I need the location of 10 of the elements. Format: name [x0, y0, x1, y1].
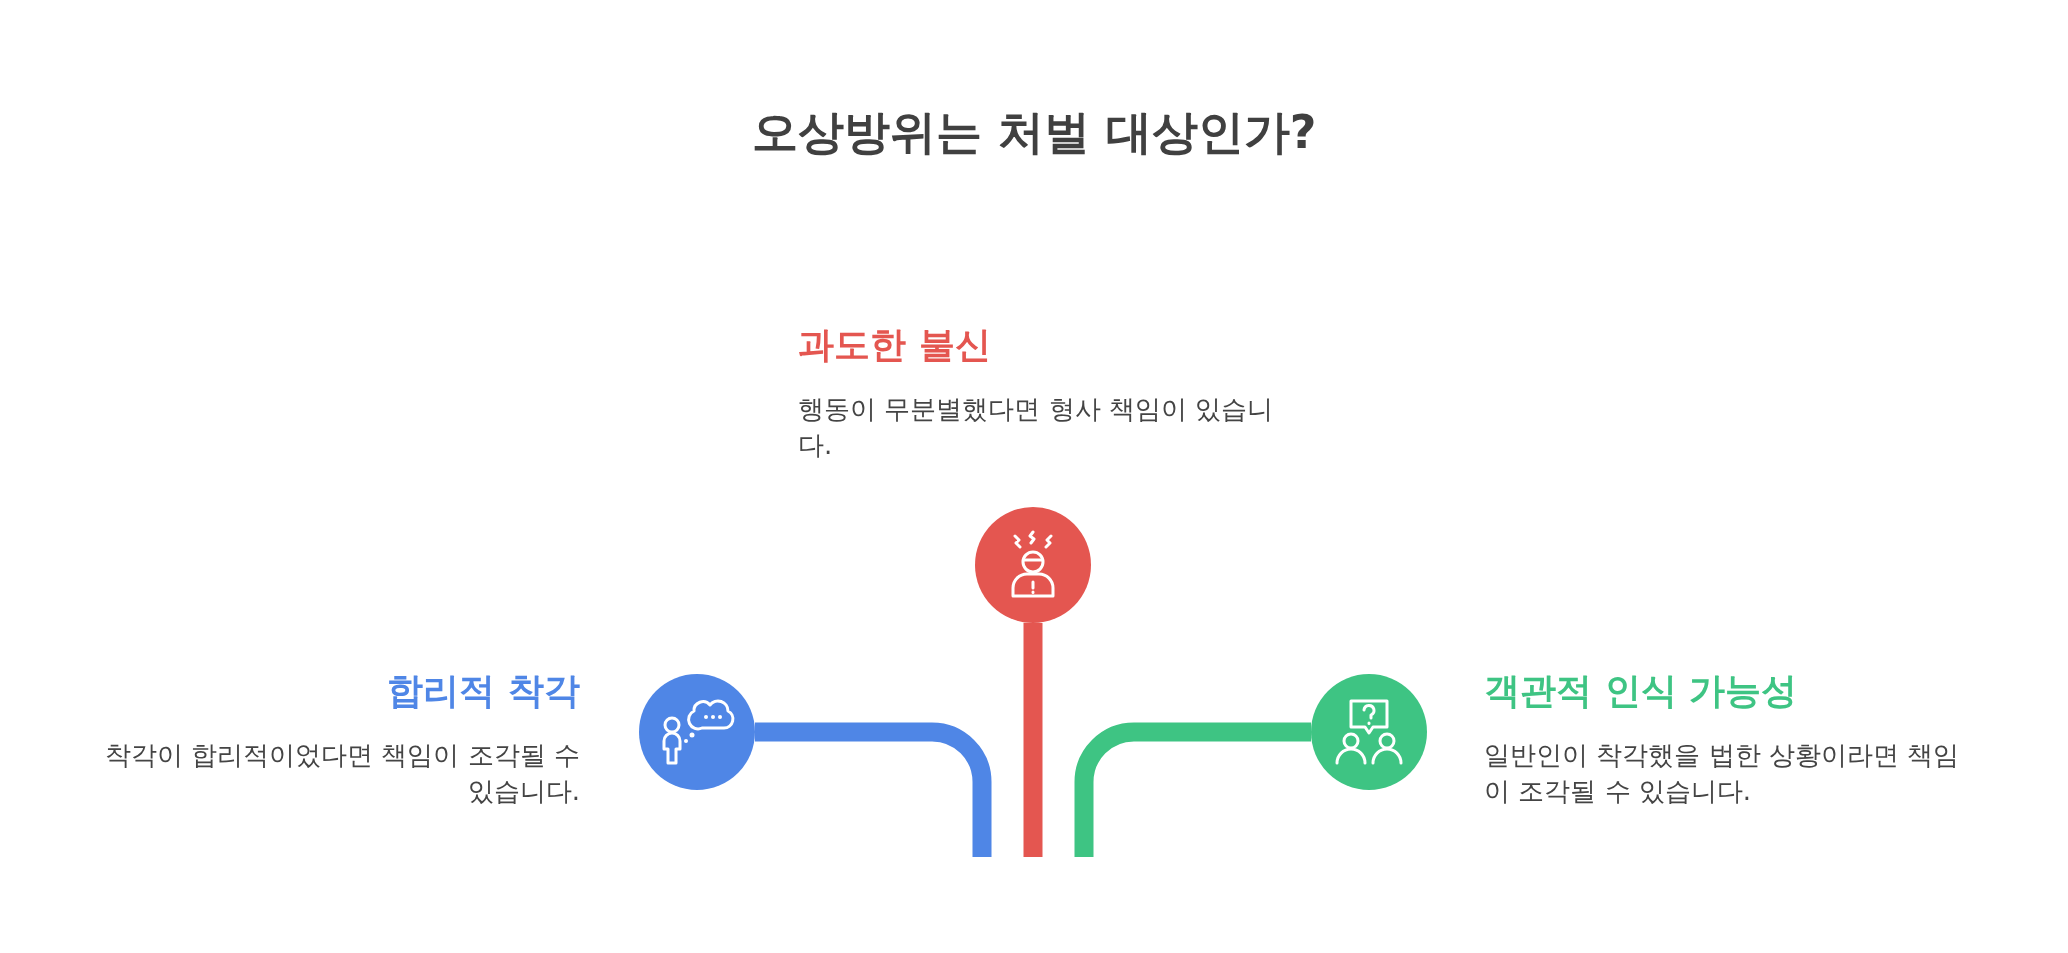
description: 일반인이 착각했을 법한 상황이라면 책임이 조각될 수 있습니다. [1484, 739, 1961, 809]
connector-line [755, 722, 992, 857]
heading: 합리적 착각 [387, 669, 580, 713]
description: 착각이 합리적이었다면 책임이 조각될 수 있습니다. [103, 739, 580, 809]
heading: 객관적 인식 가능성 [1484, 669, 1798, 713]
diagram-title: 오상방위는 처벌 대상인가? [750, 104, 1318, 161]
heading: 과도한 불신 [798, 323, 992, 367]
connector-line [1023, 623, 1043, 857]
connector-line [1074, 722, 1311, 857]
description: 행동이 무분별했다면 형사 책임이 있습니다. [798, 393, 1275, 463]
